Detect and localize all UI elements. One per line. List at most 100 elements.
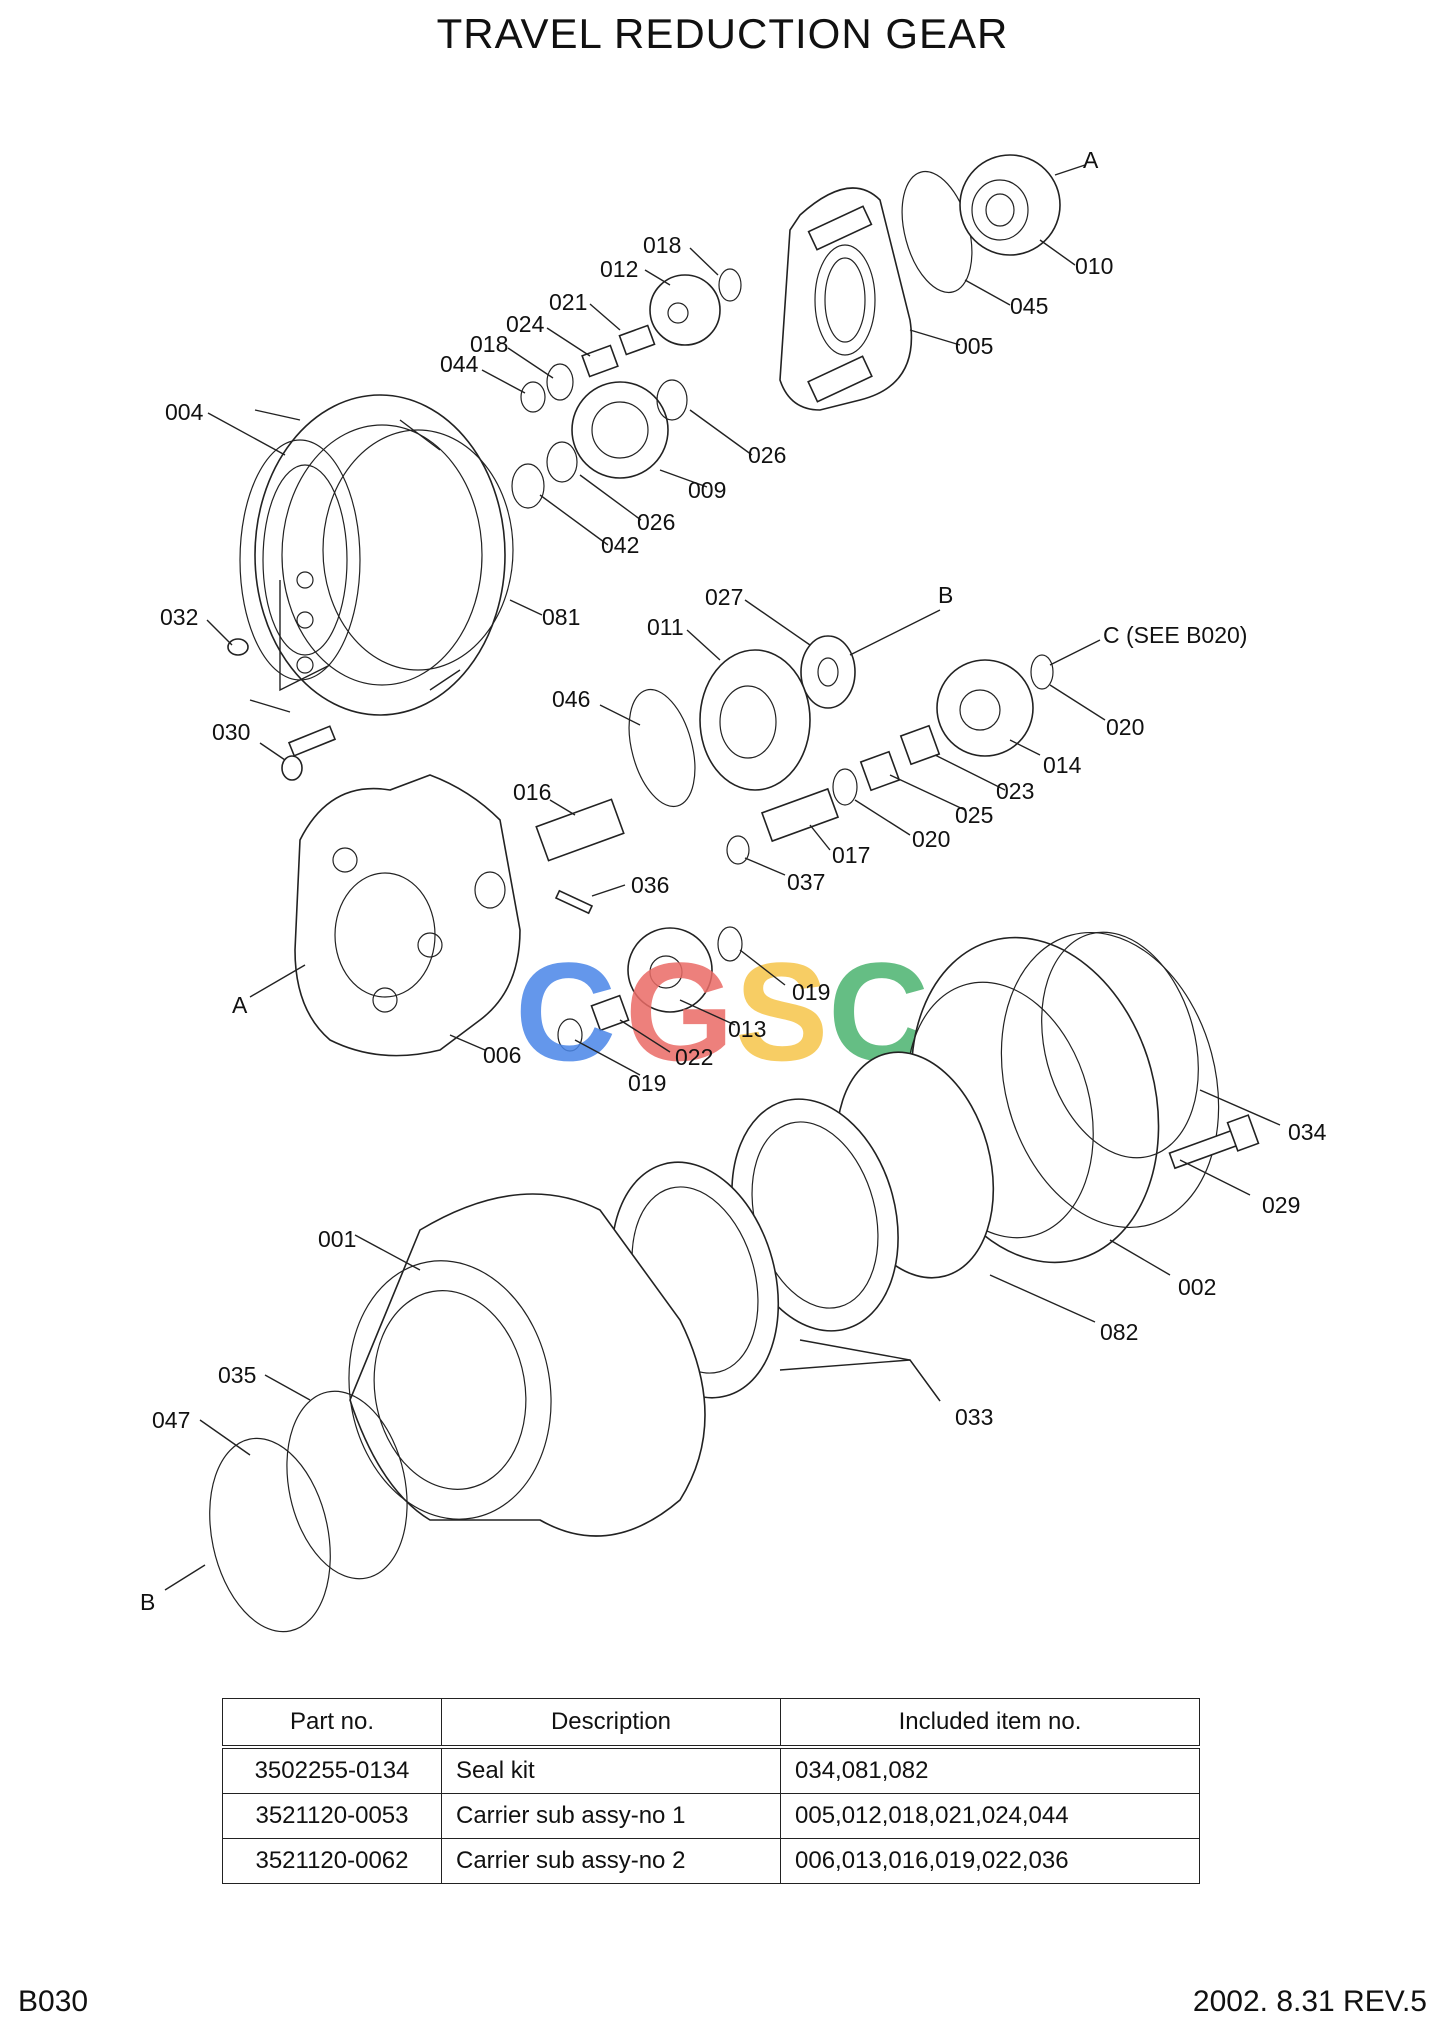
part-021-bearing [618, 324, 656, 356]
callout-011: 011 [647, 614, 684, 640]
callout-033: 033 [955, 1404, 993, 1430]
callout-029: 029 [1262, 1192, 1300, 1218]
part-004-drum [239, 394, 506, 716]
page-code: B030 [18, 1985, 89, 2018]
watermark: C G S C [515, 933, 929, 1090]
cell-part-no: 3502255-0134 [222, 1746, 442, 1794]
callout-022: 022 [675, 1044, 713, 1070]
cell-included-items: 005,012,018,021,024,044 [780, 1793, 1200, 1839]
part-020-washer [1030, 654, 1054, 690]
part-023-bearing [899, 724, 941, 766]
part-005-carrier-plate [779, 187, 913, 411]
callout-042: 042 [601, 532, 639, 558]
callout-010: 010 [1075, 253, 1113, 279]
part-044-snap-ring [520, 381, 546, 413]
callout-C-see-B020: C (SEE B020) [1103, 622, 1247, 648]
part-030-bolt [281, 725, 337, 781]
callout-046: 046 [552, 686, 590, 712]
callout-019-b: 019 [792, 979, 830, 1005]
cell-included-items: 034,081,082 [780, 1746, 1200, 1794]
part-006-carrier [294, 774, 521, 1057]
part-009-sun-gear [571, 381, 669, 479]
leader-lines [164, 164, 1281, 1591]
header-part-no: Part no. [222, 1698, 442, 1749]
callout-006: 006 [483, 1042, 521, 1068]
callout-024: 024 [506, 311, 545, 337]
watermark-letter-c1: C [515, 933, 616, 1090]
part-024-pin [581, 344, 619, 378]
part-022-bearing [590, 994, 630, 1032]
callout-018: 018 [470, 331, 508, 357]
callout-012: 012 [600, 256, 638, 282]
callout-013: 013 [728, 1016, 766, 1042]
part-013-gear [627, 927, 713, 1013]
callout-021: 021 [549, 289, 587, 315]
part-016-pin [535, 798, 625, 862]
parts-table: Part no. Description Included item no. 3… [222, 1698, 1200, 1884]
callout-034: 034 [1288, 1119, 1327, 1145]
cell-description: Carrier sub assy-no 2 [441, 1838, 781, 1884]
callout-020: 020 [1106, 714, 1144, 740]
cell-part-no: 3521120-0053 [222, 1793, 442, 1839]
part-032-plug [227, 638, 249, 656]
callout-035: 035 [218, 1362, 256, 1388]
watermark-letter-s: S [735, 933, 828, 1090]
callout-045: 045 [1010, 293, 1048, 319]
part-035-ring [286, 1390, 408, 1580]
callout-027: 027 [705, 584, 743, 610]
part-047-ring [209, 1437, 331, 1633]
table-header-row: Part no. Description Included item no. [222, 1698, 1200, 1749]
page-title: TRAVEL REDUCTION GEAR [436, 10, 1009, 57]
callout-005: 005 [955, 333, 993, 359]
callout-025: 025 [955, 802, 993, 828]
callout-044: 044 [440, 351, 479, 377]
callout-026: 026 [748, 442, 786, 468]
callout-082: 082 [1100, 1319, 1138, 1345]
part-020-washer-2 [832, 768, 858, 806]
part-027-thrust-washer [800, 635, 856, 709]
part-026-washer-2 [546, 441, 578, 483]
callout-017: 017 [832, 842, 870, 868]
cell-part-no: 3521120-0062 [222, 1838, 442, 1884]
callout-020-b: 020 [912, 826, 950, 852]
callout-B-bottom: B [140, 1589, 155, 1615]
part-026-washer [656, 379, 688, 421]
part-046-oring [628, 688, 696, 808]
callout-002: 002 [1178, 1274, 1216, 1300]
table-row: 3502255-0134 Seal kit 034,081,082 [222, 1746, 1200, 1794]
callout-A-left: A [232, 992, 248, 1018]
part-011-gear [699, 649, 811, 791]
callout-026-b: 026 [637, 509, 675, 535]
cell-description: Carrier sub assy-no 1 [441, 1793, 781, 1839]
part-010-gear [959, 154, 1061, 256]
callout-023: 023 [996, 778, 1034, 804]
table-row: 3521120-0053 Carrier sub assy-no 1 005,0… [222, 1793, 1200, 1839]
callout-019: 019 [628, 1070, 666, 1096]
header-included-items: Included item no. [780, 1698, 1200, 1749]
part-019-washer [717, 926, 743, 962]
header-description: Description [441, 1698, 781, 1749]
part-019-washer-2 [557, 1018, 583, 1052]
part-014-gear [936, 659, 1034, 757]
table-row: 3521120-0062 Carrier sub assy-no 2 006,0… [222, 1838, 1200, 1884]
cell-description: Seal kit [441, 1746, 781, 1794]
callout-018-b: 018 [643, 232, 681, 258]
callout-032: 032 [160, 604, 198, 630]
callout-004: 004 [165, 399, 204, 425]
callout-B-mid: B [938, 582, 953, 608]
callout-001: 001 [318, 1226, 356, 1252]
part-042-ring [511, 463, 545, 509]
part-036-spring-pin [554, 889, 594, 915]
watermark-letter-g: G [625, 933, 734, 1090]
part-018-washer-2 [546, 363, 574, 401]
part-029-bolt [1168, 1114, 1260, 1170]
callout-037: 037 [787, 869, 825, 895]
part-017-pin [760, 787, 840, 843]
callout-030: 030 [212, 719, 250, 745]
part-037-snap-ring [726, 835, 750, 865]
callout-A-top: A [1083, 147, 1099, 173]
callout-036: 036 [631, 872, 669, 898]
callout-047: 047 [152, 1407, 190, 1433]
callout-009: 009 [688, 477, 726, 503]
cell-included-items: 006,013,016,019,022,036 [780, 1838, 1200, 1884]
